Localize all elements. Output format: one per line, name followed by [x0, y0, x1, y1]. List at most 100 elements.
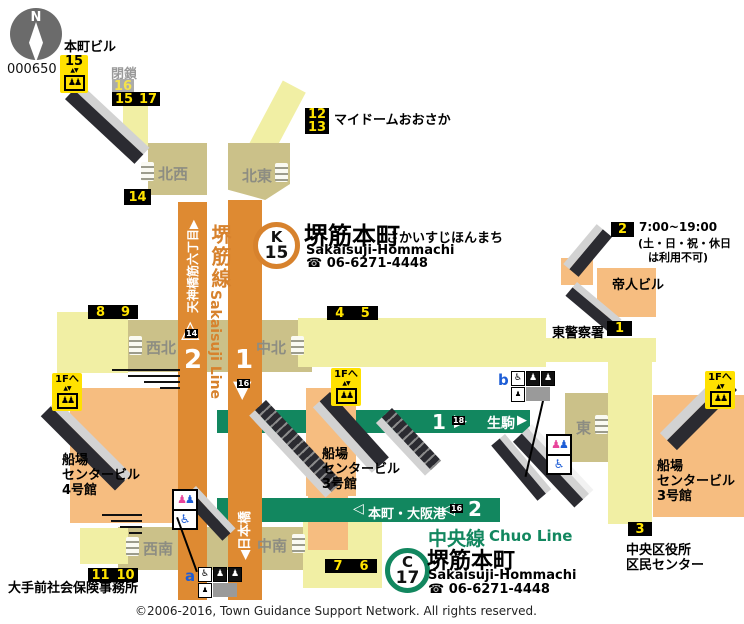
line-badge-c17: C 17 — [385, 548, 430, 593]
ostomate-icon: ♟ — [228, 567, 242, 582]
elevator-exit-label: 15 — [64, 54, 84, 69]
ticket-gate-icon — [275, 163, 288, 182]
platform-2-number: 2 — [184, 345, 203, 375]
female-icon: ♟ — [177, 493, 187, 506]
station-title-kana: さかいすじほんまち — [386, 231, 504, 246]
platform-1-arrow-icon: ▼ 16 — [233, 375, 252, 403]
elevator-hommachi: 15 ▲▼ ♟♟ — [60, 55, 88, 93]
chuo-line-name-ja: 中央線 — [428, 528, 486, 550]
chuo-line-name-en: Chuo Line — [489, 527, 573, 545]
door-number: 18 — [452, 416, 466, 425]
gate-block-northwest — [148, 143, 207, 195]
ticket-gate-icon — [126, 537, 139, 556]
compass-n-label: N — [30, 10, 42, 25]
label-ward-office-1: 中央区役所 — [626, 543, 692, 558]
stair-steps-icon — [112, 369, 180, 393]
babycare-icon: ♟ — [198, 583, 212, 598]
platform-1-number: 1 — [235, 345, 254, 375]
wheelchair-icon: ♿ — [511, 371, 525, 386]
label-semba-3-mid: 船場 センタービル 3号館 — [322, 447, 401, 492]
exit-2-note-1: (土・日・祝・休日 — [638, 237, 732, 250]
elevator-to-1f-east: 1Fへ ▲▼ ♟♟ — [705, 371, 735, 409]
gate-row-south — [118, 527, 312, 570]
gate-northeast: 北東 — [242, 167, 273, 185]
accessible-toilet-icon: ♿ — [548, 454, 570, 473]
platform-2-arrow-icon: △ 14 — [181, 316, 199, 342]
concourse-east — [540, 338, 656, 362]
ticket-gate-icon — [292, 534, 305, 553]
elevator-arrows-icon: ▲▼ — [70, 67, 78, 74]
gate-westsouth: 西南 — [143, 540, 174, 558]
ticket-gate-icon — [141, 162, 154, 181]
station-title-en-bottom: Sakaisuji-Hommachi — [428, 568, 577, 583]
door-number: 14 — [185, 329, 199, 338]
label-ward-office-2: 区民センター — [626, 558, 705, 573]
label-semba-3-right: 船場 センタービル 3号館 — [657, 459, 736, 504]
male-icon: ♟ — [559, 438, 569, 451]
copyright-text: ©2006-2016, Town Guidance Support Networ… — [135, 604, 537, 618]
door-number: 16 — [450, 504, 464, 513]
compass-icon: N — [10, 8, 62, 62]
label-closed: 閉鎖 — [111, 67, 138, 82]
female-icon: ♟ — [551, 438, 561, 451]
exit-16-closed: 16 — [112, 78, 134, 94]
platform-1-direction: ◀日本橋 — [238, 511, 253, 560]
toilet-a-icon: ♟♟ ♿ — [172, 489, 198, 530]
station-phone: ☎ 06-6271-4448 — [306, 256, 428, 271]
gate-centersouth: 中南 — [257, 537, 288, 555]
chuo-platform-2-number: 2 — [468, 497, 482, 521]
male-icon: ♟ — [185, 493, 195, 506]
wheelchair-icon: ♿ — [198, 567, 212, 582]
ticket-gate-icon — [595, 415, 608, 434]
compass-needle-icon — [29, 22, 43, 62]
southwest-block — [80, 528, 128, 564]
multipurpose-room — [526, 387, 550, 401]
gate-westnorth: 西北 — [146, 339, 177, 357]
chuo-platform-2-flag-icon: ◁ 16 — [442, 499, 464, 519]
marker-a: a — [185, 567, 196, 585]
stroller-icon: ♟ — [213, 567, 227, 582]
west-block — [57, 312, 128, 373]
ostomate-icon: ♟ — [541, 371, 555, 386]
door-number: 16 — [237, 379, 251, 388]
multipurpose-room — [213, 583, 237, 597]
concourse-main — [298, 318, 546, 367]
elevator-icon: ♟♟ — [56, 393, 78, 409]
chuo-platform-1-band — [217, 410, 530, 433]
gate-east: 東 — [576, 419, 592, 437]
exit-2-note-2: は利用不可) — [648, 251, 709, 264]
chuo-direction-hommachi: 本町・大阪港 — [368, 507, 447, 522]
label-teijin: 帝人ビル — [612, 278, 665, 293]
sakaisuji-line-name-ja: 堺筋線 — [208, 224, 232, 290]
chuo-platform-1-number: 1 — [432, 410, 446, 434]
exit-13: 13 — [305, 120, 329, 135]
sakaisuji-platform-1-band — [228, 200, 262, 600]
exit-2: 2 — [611, 222, 634, 237]
exit-3: 3 — [628, 522, 652, 537]
map-code: 000650 — [7, 62, 57, 77]
sakaisuji-line-name-en: Sakaisuji Line — [207, 290, 223, 400]
chuo-direction-ikoma: 生駒 — [487, 416, 515, 432]
stair-steps-icon — [102, 514, 142, 538]
elevator-icon: ♟♟ — [335, 388, 357, 404]
station-phone-bottom: ☎ 06-6271-4448 — [428, 582, 550, 597]
platform-2-direction: 天神橋筋六丁目▶ — [186, 219, 200, 313]
label-hommachi-bldg: 本町ビル — [64, 40, 117, 55]
line-badge-k15: K 15 — [253, 222, 300, 269]
ticket-gate-icon — [291, 336, 304, 355]
elevator-icon: ♟♟ — [709, 391, 731, 407]
label-police: 東警察署 — [552, 326, 605, 341]
elevator-to-1f-mid: 1Fへ ▲▼ ♟♟ — [331, 368, 361, 406]
marker-b: b — [498, 371, 509, 389]
babycare-icon: ♟ — [511, 387, 525, 402]
ticket-gate-icon — [129, 336, 142, 355]
exit-1: 1 — [607, 321, 632, 336]
label-mydome: マイドームおおさか — [334, 113, 451, 128]
gate-centernorth: 中北 — [256, 339, 287, 357]
station-title-ja: 堺筋本町 — [304, 222, 400, 250]
